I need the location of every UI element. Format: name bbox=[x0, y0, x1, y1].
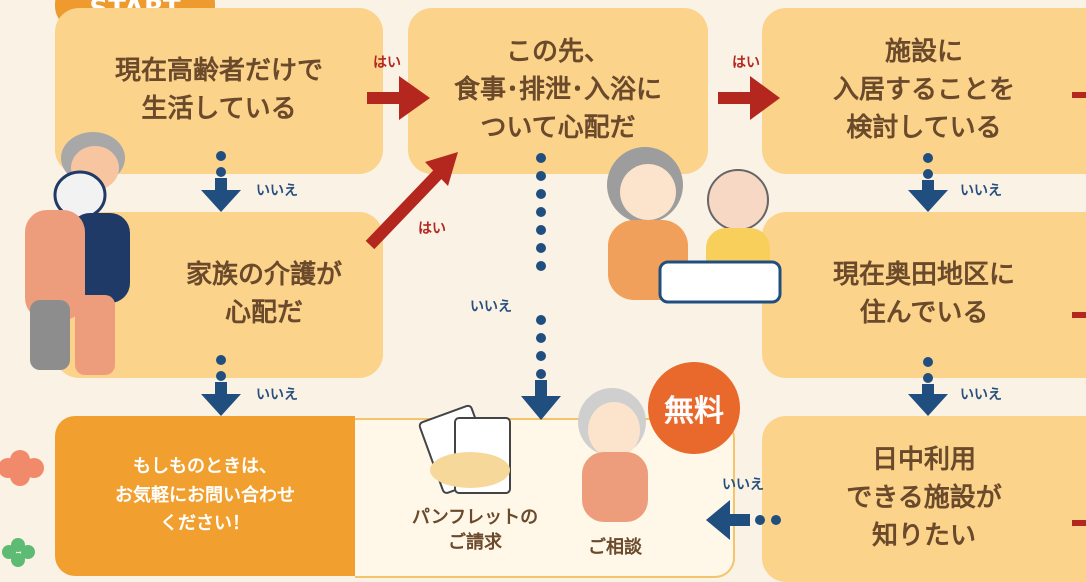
no-arrow-3 bbox=[908, 153, 948, 212]
no-label-5: いいえ bbox=[470, 299, 512, 315]
yes-label-2: はい bbox=[732, 55, 760, 71]
elderly-couple-illustration bbox=[25, 132, 130, 375]
no-arrow-left bbox=[706, 500, 781, 540]
yes-arrow-2 bbox=[718, 76, 780, 120]
free-badge-label: 無料 bbox=[664, 394, 724, 429]
no-label-1: いいえ bbox=[256, 183, 298, 199]
caregiver-illustration bbox=[607, 147, 782, 304]
no-arrow-2 bbox=[201, 355, 241, 416]
no-arrow-dotted bbox=[521, 153, 561, 420]
question-text-okuda: 現在奥田地区に 住んでいる bbox=[832, 260, 1015, 328]
flower-decoration-green bbox=[2, 538, 35, 567]
no-label-2: いいえ bbox=[256, 387, 298, 403]
right-stub-3 bbox=[1072, 520, 1086, 526]
no-arrow-1 bbox=[201, 151, 241, 212]
no-label-4: いいえ bbox=[960, 387, 1002, 403]
no-arrow-4 bbox=[908, 357, 948, 416]
question-text-family-care: 家族の介護が 心配だ bbox=[185, 260, 342, 328]
question-text-facility: 施設に 入居することを 検討している bbox=[832, 37, 1015, 143]
question-text-elderly-only: 現在高齢者だけで 生活している bbox=[114, 56, 323, 124]
flower-decoration-orange bbox=[0, 450, 44, 486]
pamphlet-label: パンフレットの ご請求 bbox=[411, 507, 539, 554]
question-box-facility: 施設に 入居することを 検討している bbox=[762, 8, 1086, 174]
question-text-daily-care: この先、 食事･排泄･入浴に ついて心配だ bbox=[453, 37, 662, 143]
right-stub-2 bbox=[1072, 312, 1086, 318]
contact-text: もしものときは、 お気軽にお問い合わせ ください！ bbox=[115, 455, 295, 535]
question-box-elderly-only: 現在高齢者だけで 生活している bbox=[55, 8, 383, 174]
question-box-daytime: 日中利用 できる施設が 知りたい bbox=[762, 416, 1086, 582]
yes-arrow-1 bbox=[367, 76, 430, 120]
question-text-daytime: 日中利用 できる施設が 知りたい bbox=[846, 445, 1002, 551]
yes-label-1: はい bbox=[373, 55, 401, 71]
yes-label-3: はい bbox=[418, 221, 446, 237]
no-label-3: いいえ bbox=[960, 183, 1002, 199]
right-stub-1 bbox=[1072, 92, 1086, 98]
free-badge: 無料 bbox=[648, 362, 740, 454]
consulting-woman-illustration bbox=[578, 388, 648, 522]
question-box-daily-care: この先、 食事･排泄･入浴に ついて心配だ bbox=[408, 8, 708, 174]
yes-arrow-diagonal bbox=[365, 152, 458, 250]
contact-box: もしものときは、 お気軽にお問い合わせ ください！ bbox=[55, 416, 355, 576]
no-label-6: いいえ bbox=[722, 477, 764, 493]
pamphlet-illustration bbox=[418, 404, 511, 494]
question-box-okuda: 現在奥田地区に 住んでいる bbox=[762, 212, 1086, 378]
consult-label: ご相談 bbox=[588, 537, 642, 558]
